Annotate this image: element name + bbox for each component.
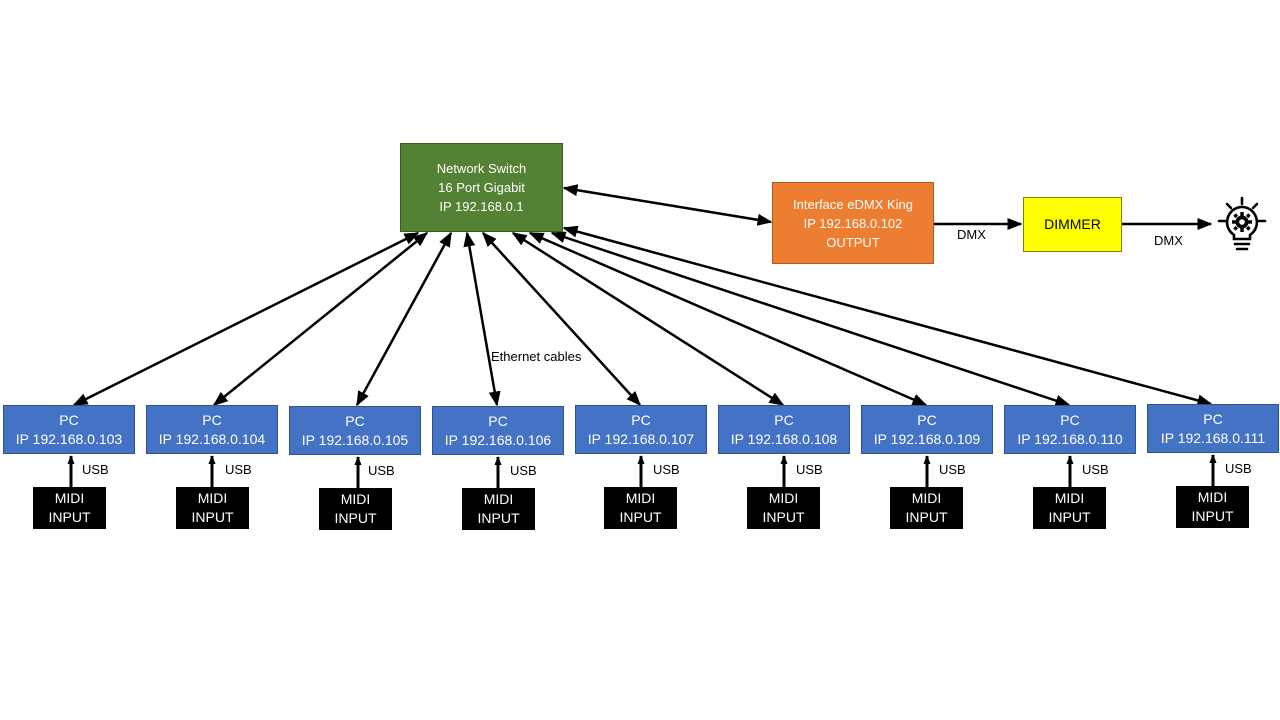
pc-ip-label: IP 192.168.0.103 <box>15 430 123 447</box>
midi-input: MIDI INPUT <box>319 488 392 530</box>
midi-input: MIDI INPUT <box>890 487 963 529</box>
midi-label-line: INPUT <box>762 509 805 525</box>
pc-title: PC <box>631 411 651 428</box>
pc-ip-label: IP 192.168.0.105 <box>301 431 409 448</box>
pc-title: PC <box>202 411 222 428</box>
pc-node: PC IP 192.168.0.108 <box>718 405 850 454</box>
pc-ip-label: IP 192.168.0.108 <box>730 430 838 447</box>
pc-title: PC <box>774 411 794 428</box>
usb-label: USB <box>653 462 680 477</box>
midi-label-line: MIDI <box>340 491 371 507</box>
midi-input: MIDI INPUT <box>747 487 820 529</box>
ethernet-cable <box>355 231 453 407</box>
pc-ip-label: IP 192.168.0.107 <box>587 430 695 447</box>
midi-label-line: INPUT <box>1048 509 1091 525</box>
pc-title: PC <box>345 412 365 429</box>
midi-label-line: INPUT <box>191 509 234 525</box>
switch-ip-label: IP 192.168.0.1 <box>439 199 524 214</box>
ethernet-cables-label: Ethernet cables <box>491 349 582 364</box>
usb-label: USB <box>225 462 252 477</box>
ethernet-cable <box>511 231 785 407</box>
pc-title: PC <box>488 412 508 429</box>
midi-label-line: MIDI <box>1197 489 1228 505</box>
midi-input: MIDI INPUT <box>176 487 249 529</box>
switch-label-line: 16 Port Gigabit <box>438 180 525 195</box>
pc-ip-label: IP 192.168.0.104 <box>158 430 266 447</box>
switch-interface-link <box>562 184 773 226</box>
network-switch: Network Switch 16 Port Gigabit IP 192.16… <box>400 143 563 232</box>
pc-ip-label: IP 192.168.0.110 <box>1017 430 1123 447</box>
midi-input: MIDI INPUT <box>1176 486 1249 528</box>
pc-ip-label: IP 192.168.0.106 <box>444 431 552 448</box>
pc-node: PC IP 192.168.0.111 <box>1147 404 1279 453</box>
midi-label-line: MIDI <box>625 490 656 506</box>
midi-label-line: INPUT <box>334 510 377 526</box>
midi-label-line: MIDI <box>483 491 514 507</box>
ethernet-cable <box>463 231 501 407</box>
pc-title: PC <box>1060 411 1080 428</box>
light-bulb-icon <box>1217 196 1267 251</box>
pc-title: PC <box>1203 410 1223 427</box>
midi-label-line: MIDI <box>197 490 228 506</box>
pc-node: PC IP 192.168.0.106 <box>432 406 564 455</box>
interface-ip-label: IP 192.168.0.102 <box>803 215 903 231</box>
midi-input: MIDI INPUT <box>462 488 535 530</box>
switch-label-line: Network Switch <box>436 161 527 176</box>
dimmer: DIMMER <box>1023 197 1122 252</box>
ethernet-cable <box>562 225 1213 407</box>
midi-label-line: INPUT <box>619 509 662 525</box>
midi-label-line: INPUT <box>905 509 948 525</box>
midi-label-line: MIDI <box>1054 490 1085 506</box>
ethernet-cable <box>481 231 642 407</box>
pc-node: PC IP 192.168.0.103 <box>3 405 135 454</box>
dimmer-label: DIMMER <box>1044 216 1101 232</box>
midi-input: MIDI INPUT <box>33 487 106 529</box>
pc-node: PC IP 192.168.0.104 <box>146 405 278 454</box>
pc-node: PC IP 192.168.0.110 <box>1004 405 1136 454</box>
usb-label: USB <box>796 462 823 477</box>
pc-node: PC IP 192.168.0.105 <box>289 406 421 455</box>
usb-label: USB <box>510 463 537 478</box>
usb-label: USB <box>82 462 109 477</box>
dmx-label: DMX <box>1154 233 1183 248</box>
usb-label: USB <box>1082 462 1109 477</box>
midi-label-line: INPUT <box>48 509 91 525</box>
pc-title: PC <box>59 411 79 428</box>
pc-ip-label: IP 192.168.0.111 <box>1160 429 1266 446</box>
midi-label-line: INPUT <box>477 510 520 526</box>
midi-label-line: MIDI <box>768 490 799 506</box>
pc-title: PC <box>917 411 937 428</box>
pc-node: PC IP 192.168.0.109 <box>861 405 993 454</box>
pc-node: PC IP 192.168.0.107 <box>575 405 707 454</box>
pc-ip-label: IP 192.168.0.109 <box>873 430 981 447</box>
interface-label-line: Interface eDMX King <box>793 196 913 212</box>
usb-label: USB <box>368 463 395 478</box>
interface-label-line: OUTPUT <box>826 234 880 250</box>
midi-label-line: INPUT <box>1191 508 1234 524</box>
dmx-label: DMX <box>957 227 986 242</box>
usb-label: USB <box>939 462 966 477</box>
midi-label-line: MIDI <box>911 490 942 506</box>
midi-input: MIDI INPUT <box>1033 487 1106 529</box>
midi-input: MIDI INPUT <box>604 487 677 529</box>
dmx-interface: Interface eDMX King IP 192.168.0.102 OUT… <box>772 182 934 264</box>
usb-label: USB <box>1225 461 1252 476</box>
midi-label-line: MIDI <box>54 490 85 506</box>
